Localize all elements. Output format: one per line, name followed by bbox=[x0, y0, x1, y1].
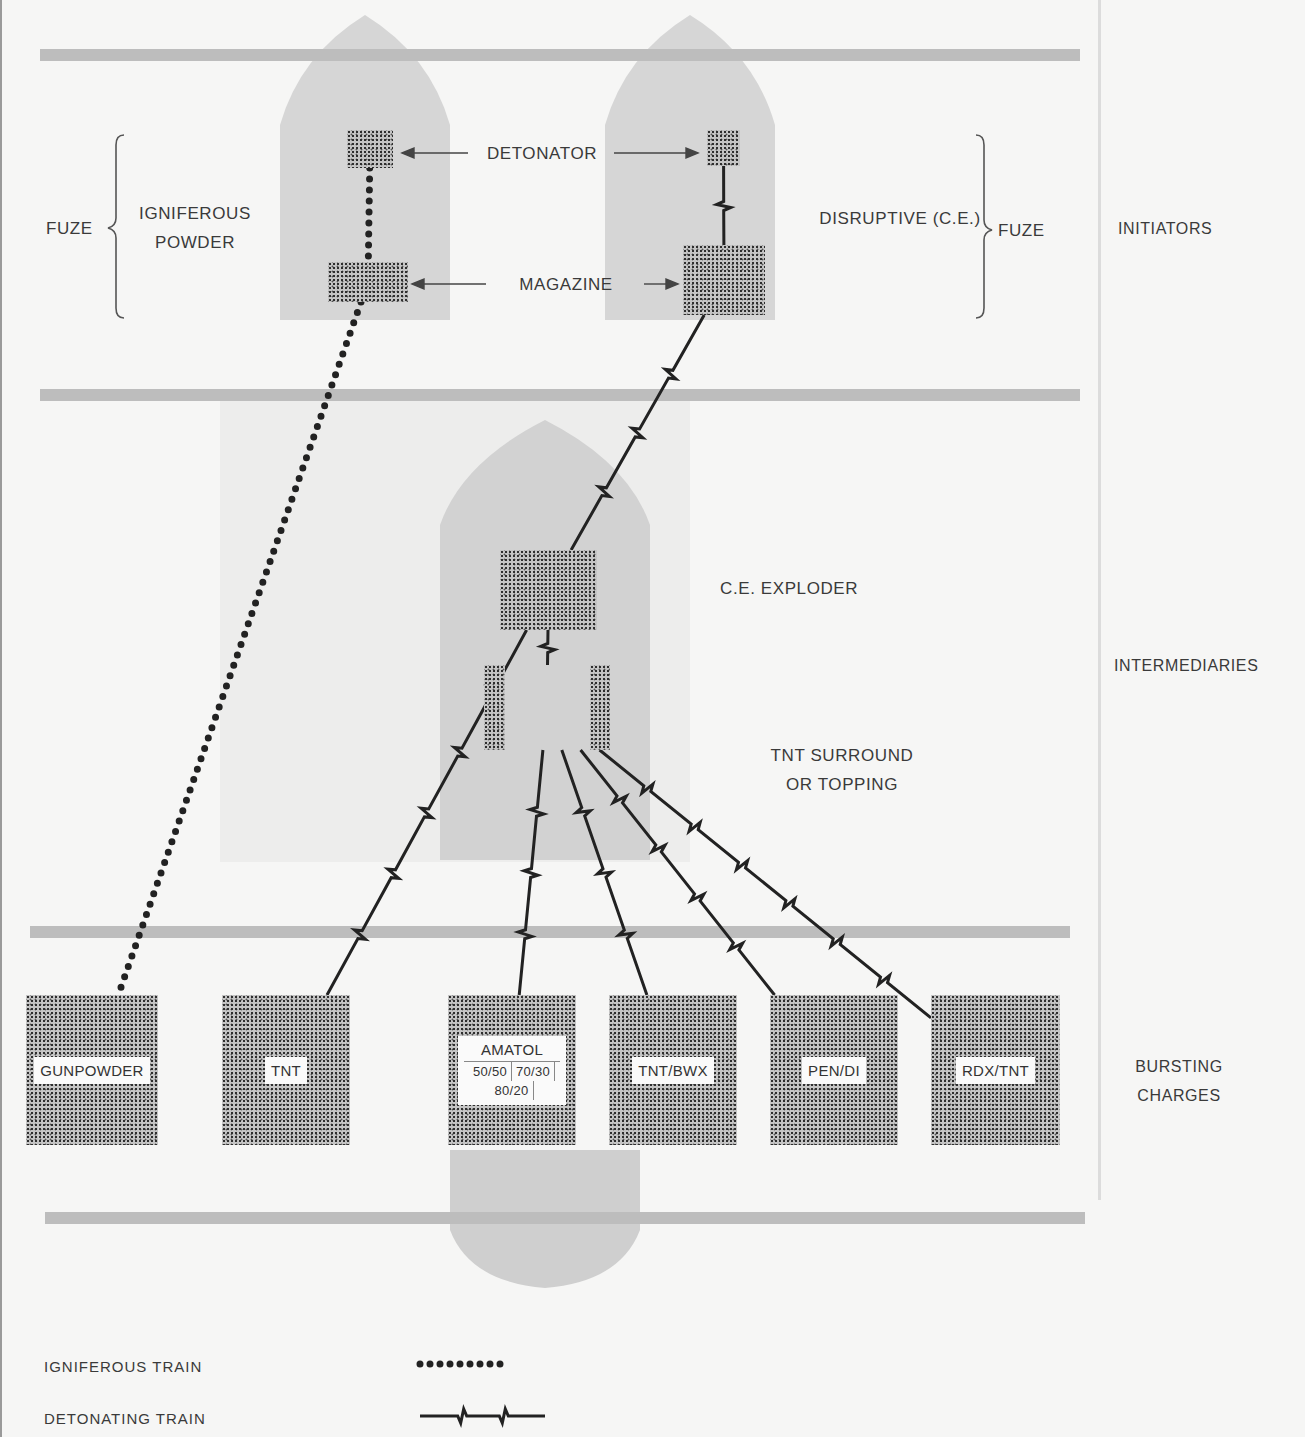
charge-label-panel: RDX/TNT bbox=[956, 1057, 1035, 1084]
legend-sample-detonating bbox=[420, 1409, 545, 1423]
charge-box: PEN/DI bbox=[770, 995, 898, 1145]
mix-ratio: 80/20 bbox=[490, 1081, 533, 1100]
section-band bbox=[40, 389, 1080, 401]
shell-silhouette bbox=[440, 420, 650, 860]
charge-box: RDX/TNT bbox=[931, 995, 1060, 1145]
section-band bbox=[40, 49, 1080, 61]
legend-text: DETONATING TRAIN bbox=[44, 1404, 206, 1433]
detonating-train bbox=[581, 750, 775, 995]
stipple-box bbox=[707, 130, 740, 166]
ratio-row: 50/5070/3080/20 bbox=[464, 1061, 560, 1100]
part-label: DETONATOR bbox=[472, 139, 612, 168]
charge-name: TNT/BWX bbox=[638, 1062, 708, 1079]
part-label: DISRUPTIVE (C.E.) bbox=[818, 204, 982, 233]
charge-name: TNT bbox=[271, 1062, 301, 1079]
legend-text: IGNIFEROUS TRAIN bbox=[44, 1352, 202, 1381]
igniferous-train bbox=[118, 302, 361, 995]
charge-box: GUNPOWDER bbox=[26, 995, 158, 1145]
surround-bar bbox=[484, 665, 505, 750]
detonating-train bbox=[571, 315, 704, 550]
legend-sample-igniferous bbox=[420, 1361, 502, 1368]
section-heading: INTERMEDIARIES bbox=[1114, 651, 1258, 680]
stipple-box: C.E. EXPLODER bbox=[500, 550, 597, 630]
detonating-train bbox=[518, 750, 544, 995]
detonating-train bbox=[327, 630, 527, 995]
surround-bar bbox=[590, 665, 610, 750]
section-band bbox=[30, 926, 1070, 938]
section-heading: INITIATORS bbox=[1118, 214, 1212, 243]
part-label: FUZE bbox=[46, 214, 93, 243]
charge-label-panel: AMATOL 50/5070/3080/20 bbox=[458, 1036, 566, 1105]
detonating-train bbox=[717, 166, 731, 245]
mix-ratio: 70/30 bbox=[512, 1062, 555, 1081]
fuze-bracket bbox=[108, 135, 124, 318]
part-label: MAGAZINE bbox=[490, 270, 642, 299]
stipple-box bbox=[683, 245, 765, 315]
pointer-arrows bbox=[402, 148, 698, 289]
stipple-box bbox=[328, 262, 408, 302]
part-label: FUZE bbox=[998, 216, 1045, 245]
charge-box: TNT/BWX bbox=[609, 995, 737, 1145]
charge-name: RDX/TNT bbox=[962, 1062, 1029, 1079]
section-heading: BURSTING CHARGES bbox=[1104, 1052, 1254, 1110]
page-edge bbox=[0, 0, 2, 1437]
charge-name: AMATOL bbox=[464, 1041, 560, 1058]
igniferous-train bbox=[368, 168, 369, 262]
column-rule bbox=[1098, 0, 1101, 1200]
part-label: IGNIFEROUS POWDER bbox=[120, 199, 270, 257]
charge-box: AMATOL 50/5070/3080/20 bbox=[448, 995, 576, 1145]
charge-name: PEN/DI bbox=[808, 1062, 860, 1079]
charge-label-panel: PEN/DI bbox=[802, 1057, 866, 1084]
surround-group: TNT SURROUND OR TOPPING bbox=[484, 665, 610, 750]
detonating-train bbox=[541, 630, 555, 665]
part-label: C.E. EXPLODER bbox=[720, 574, 858, 603]
section-band bbox=[45, 1212, 1085, 1224]
charge-box: TNT bbox=[222, 995, 350, 1145]
charge-label-panel: TNT/BWX bbox=[632, 1057, 714, 1084]
charge-label-panel: TNT bbox=[265, 1057, 307, 1084]
mix-ratio: 50/50 bbox=[469, 1062, 512, 1081]
part-label: TNT SURROUND OR TOPPING bbox=[762, 741, 922, 799]
charge-label-panel: GUNPOWDER bbox=[34, 1057, 150, 1084]
detonating-train bbox=[562, 750, 647, 995]
stipple-box bbox=[347, 130, 393, 168]
charge-name: GUNPOWDER bbox=[40, 1062, 144, 1079]
